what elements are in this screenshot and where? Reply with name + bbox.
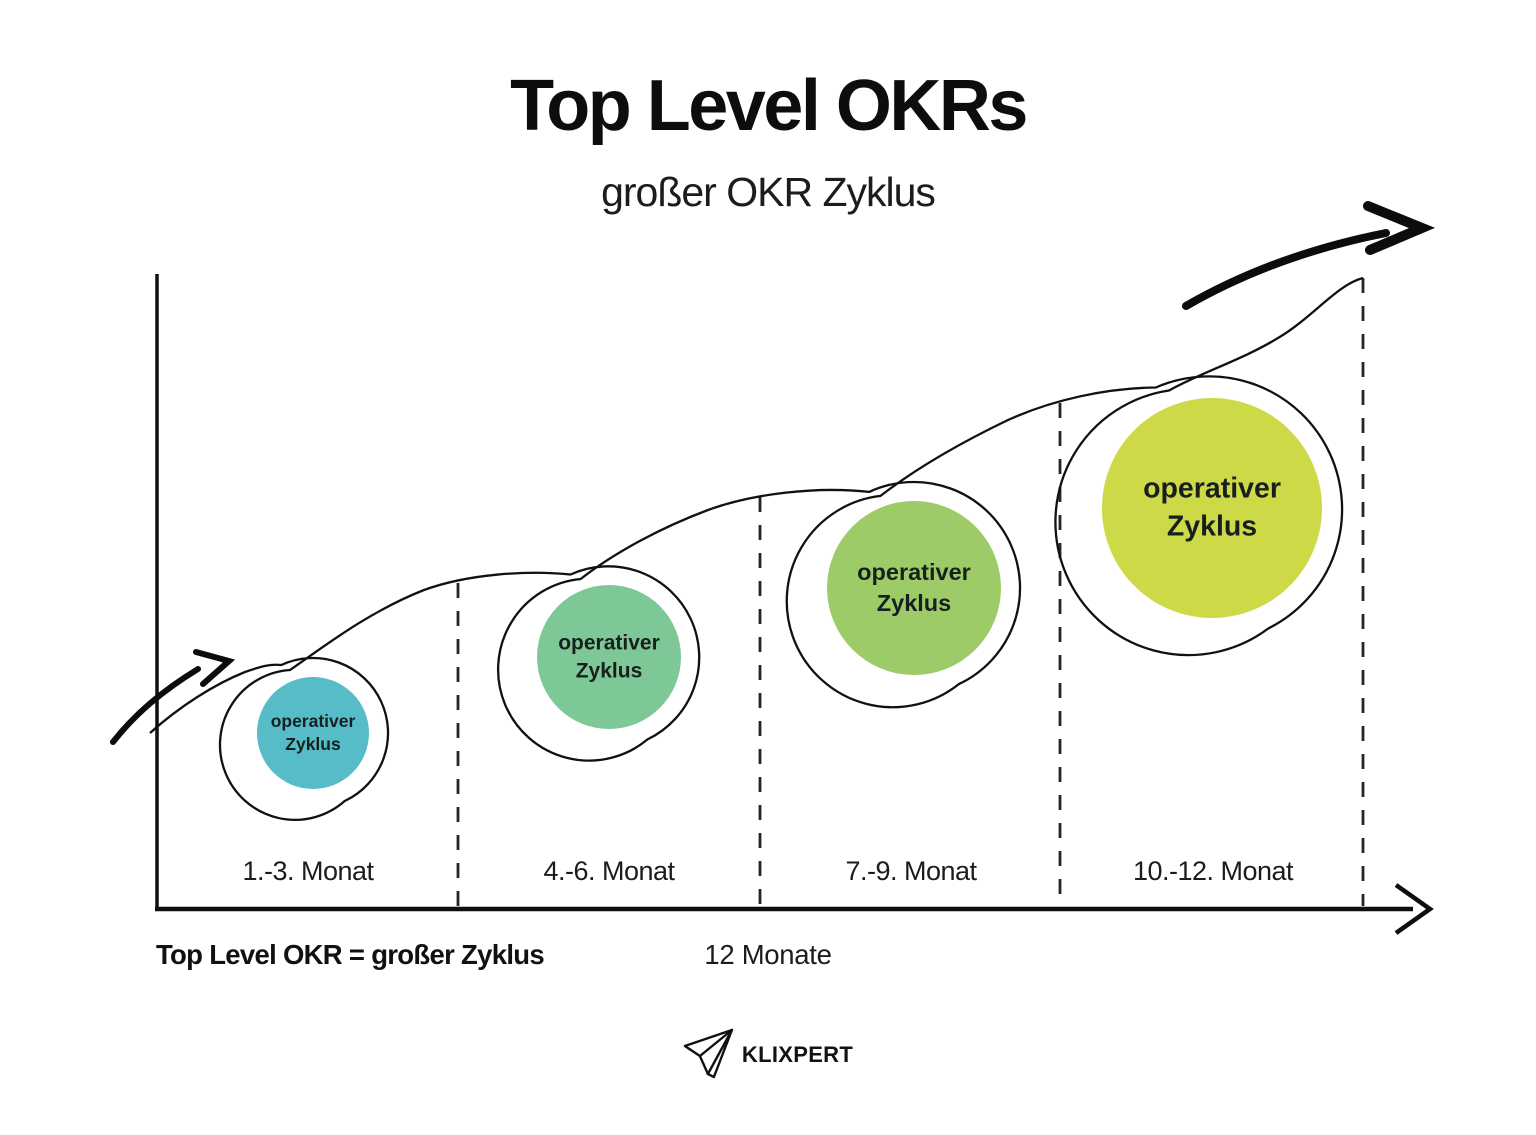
duration-label: 12 Monate <box>704 939 832 970</box>
growth-loop-curve <box>149 276 1364 821</box>
page-title: Top Level OKRs <box>510 66 1028 146</box>
quarter-label-2: 4.-6. Monat <box>543 856 675 886</box>
cycle-circle-4 <box>1102 398 1322 618</box>
cycle-label-1: operativer Zyklus <box>270 710 356 754</box>
paper-plane-icon <box>683 1028 735 1082</box>
x-axis-arrowhead-icon <box>1394 883 1434 935</box>
growth-arrow-icon <box>1182 201 1436 310</box>
logo-text: KLIXPERT <box>741 1042 854 1067</box>
quarter-label-3: 7.-9. Monat <box>845 856 977 886</box>
cycle-label-2: operativer Zyklus <box>558 631 660 682</box>
cycle-circle-1 <box>257 677 369 789</box>
page-subtitle: großer OKR Zyklus <box>601 169 936 215</box>
equation-label: Top Level OKR = großer Zyklus <box>156 939 545 970</box>
start-arrow-icon <box>110 649 236 745</box>
quarter-label-4: 10.-12. Monat <box>1132 856 1294 886</box>
quarter-label-1: 1.-3. Monat <box>242 856 374 886</box>
logo: KLIXPERT <box>683 1028 853 1082</box>
cycle-label-3: operativer Zyklus <box>857 558 971 616</box>
cycle-label-4: operativer Zyklus <box>1143 472 1281 542</box>
cycle-circle-3 <box>827 501 1001 675</box>
cycle-circle-2 <box>537 585 681 729</box>
